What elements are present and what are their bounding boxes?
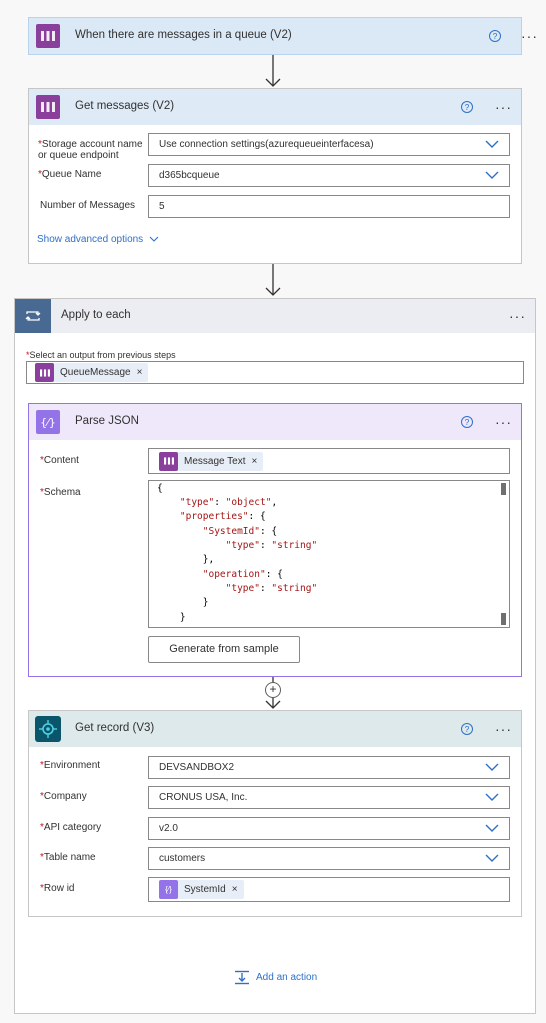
api-category-select[interactable]: v2.0 [148, 817, 510, 840]
queue-icon [35, 363, 54, 382]
get-record-header[interactable]: Get record (V3) ? ··· [29, 711, 521, 747]
get-messages-card[interactable]: Get messages (V2) ? ··· *Storage account… [28, 88, 522, 264]
api-category-label: *API category [40, 822, 102, 833]
queue-icon [36, 95, 60, 119]
schema-line: }, [157, 554, 215, 565]
parse-json-header[interactable]: {⁄} Parse JSON ? ··· [29, 404, 521, 440]
company-select[interactable]: CRONUS USA, Inc. [148, 786, 510, 809]
flow-arrow-icon [265, 55, 281, 87]
trigger-header[interactable]: When there are messages in a queue (V2) … [29, 18, 537, 54]
more-options-icon[interactable]: ··· [495, 414, 512, 430]
trigger-card[interactable]: When there are messages in a queue (V2) … [28, 17, 537, 55]
row-id-label: *Row id [40, 883, 75, 894]
braces-icon: {⁄} [159, 880, 178, 899]
number-of-messages-input[interactable]: 5 [148, 195, 510, 218]
parse-json-title: Parse JSON [75, 415, 139, 427]
chevron-down-icon [485, 824, 499, 832]
get-messages-header[interactable]: Get messages (V2) ? ··· [29, 89, 521, 125]
queue-name-select[interactable]: d365bcqueue [148, 164, 510, 187]
flow-arrow-icon [265, 264, 281, 296]
queue-icon [36, 24, 60, 48]
more-options-icon[interactable]: ··· [495, 721, 512, 737]
environment-label: *Environment [40, 760, 101, 771]
loop-icon [15, 299, 51, 333]
help-icon[interactable]: ? [489, 30, 501, 42]
apply-to-each-title: Apply to each [61, 309, 131, 321]
more-options-icon[interactable]: ··· [509, 308, 526, 324]
select-output-input[interactable]: QueueMessage × [26, 361, 524, 384]
remove-token-icon[interactable]: × [136, 367, 143, 378]
company-label: *Company [40, 791, 87, 802]
token-message-text[interactable]: Message Text × [159, 451, 264, 471]
get-record-card[interactable]: Get record (V3) ? ··· *Environment DEVSA… [28, 710, 522, 917]
token-queuemessage[interactable]: QueueMessage × [35, 363, 149, 382]
content-input[interactable]: Message Text × [148, 448, 510, 474]
add-action-icon [235, 970, 249, 985]
schema-line: { [157, 483, 163, 494]
queue-icon [159, 451, 178, 471]
show-advanced-options-link[interactable]: Show advanced options [37, 234, 159, 245]
get-messages-title: Get messages (V2) [75, 100, 175, 112]
help-icon[interactable]: ? [461, 723, 473, 735]
dataverse-icon [35, 716, 61, 742]
help-icon[interactable]: ? [461, 101, 473, 113]
chevron-down-icon [149, 236, 159, 242]
storage-account-select[interactable]: Use connection settings(azurequeueinterf… [148, 133, 510, 156]
editor-scrollbar[interactable] [501, 483, 506, 495]
schema-line: "type": "object", [179, 497, 278, 508]
editor-scrollbar[interactable] [501, 613, 506, 625]
schema-line: "operation": { [202, 569, 283, 580]
more-options-icon[interactable]: ··· [521, 28, 538, 44]
chevron-down-icon [485, 854, 499, 862]
schema-line: "SystemId": { [202, 526, 278, 537]
braces-icon: {⁄} [36, 410, 60, 434]
more-options-icon[interactable]: ··· [495, 99, 512, 115]
add-an-action-button[interactable]: Add an action [234, 970, 317, 985]
schema-line: } [157, 597, 209, 608]
table-name-select[interactable]: customers [148, 847, 510, 870]
schema-label: *Schema [40, 487, 81, 498]
chevron-down-icon [485, 140, 499, 148]
parse-json-card[interactable]: {⁄} Parse JSON ? ··· *Content Message Te… [28, 403, 522, 677]
chevron-down-icon [485, 793, 499, 801]
insert-step-plus-icon[interactable]: + [265, 682, 281, 698]
get-record-title: Get record (V3) [75, 722, 155, 734]
chevron-down-icon [485, 763, 499, 771]
schema-line: } [157, 612, 186, 623]
schema-line: "type": "string" [225, 583, 318, 594]
remove-token-icon[interactable]: × [251, 455, 258, 467]
environment-select[interactable]: DEVSANDBOX2 [148, 756, 510, 779]
apply-to-each-header[interactable]: Apply to each ··· [15, 299, 535, 333]
trigger-title: When there are messages in a queue (V2) [75, 29, 292, 41]
number-of-messages-label: Number of Messages [40, 200, 136, 211]
chevron-down-icon [485, 171, 499, 179]
select-output-label: *Select an output from previous steps [26, 350, 176, 360]
row-id-input[interactable]: {⁄} SystemId × [148, 877, 510, 902]
schema-line: "properties": { [179, 511, 266, 522]
remove-token-icon[interactable]: × [231, 884, 238, 895]
table-name-label: *Table name [40, 852, 96, 863]
content-label: *Content [40, 455, 79, 466]
schema-editor[interactable]: { "type": "object", "properties": { "Sys… [148, 480, 510, 628]
help-icon[interactable]: ? [461, 416, 473, 428]
schema-line: "type": "string" [225, 540, 318, 551]
queue-name-label: *Queue Name [38, 169, 102, 180]
token-systemid[interactable]: {⁄} SystemId × [159, 880, 244, 899]
generate-from-sample-button[interactable]: Generate from sample [148, 636, 300, 663]
